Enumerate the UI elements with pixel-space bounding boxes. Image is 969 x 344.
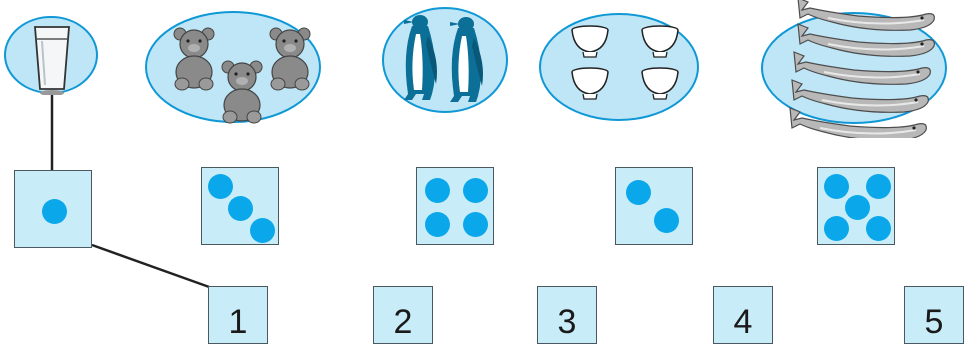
dice-dot [228, 196, 253, 221]
dice-dot [463, 178, 488, 203]
bowls-picture[interactable] [538, 12, 700, 122]
dice-dot [208, 174, 233, 199]
dice-dot [250, 218, 275, 243]
penguins-picture[interactable] [380, 6, 510, 114]
number-box-4[interactable]: 4 [713, 286, 773, 344]
dice-dot [824, 174, 849, 199]
dice-card-5-dots[interactable] [817, 167, 895, 245]
number-box-3[interactable]: 3 [537, 286, 597, 344]
connector-dice-to-number [92, 245, 212, 288]
dice-dot [845, 195, 870, 220]
dice-dot [626, 180, 651, 205]
dice-dot [425, 178, 450, 203]
glass-picture[interactable] [2, 15, 102, 95]
dice-card-2-dots[interactable] [615, 167, 693, 245]
dice-card-3-dots[interactable] [201, 167, 279, 245]
dice-dot [463, 212, 488, 237]
dice-dot [866, 216, 891, 241]
dice-dot [425, 212, 450, 237]
number-box-5[interactable]: 5 [904, 286, 964, 344]
number-box-2[interactable]: 2 [373, 286, 433, 344]
number-box-1[interactable]: 1 [208, 286, 268, 344]
fish-picture[interactable] [758, 0, 969, 138]
dice-dot [654, 208, 679, 233]
dice-dot [42, 199, 67, 224]
dice-dot [824, 216, 849, 241]
teddy-bears-picture[interactable] [144, 10, 324, 125]
dice-dot [866, 174, 891, 199]
glass-icon [35, 27, 69, 95]
dice-card-4-dots[interactable] [416, 167, 494, 245]
dice-card-1-dot[interactable] [14, 170, 92, 248]
